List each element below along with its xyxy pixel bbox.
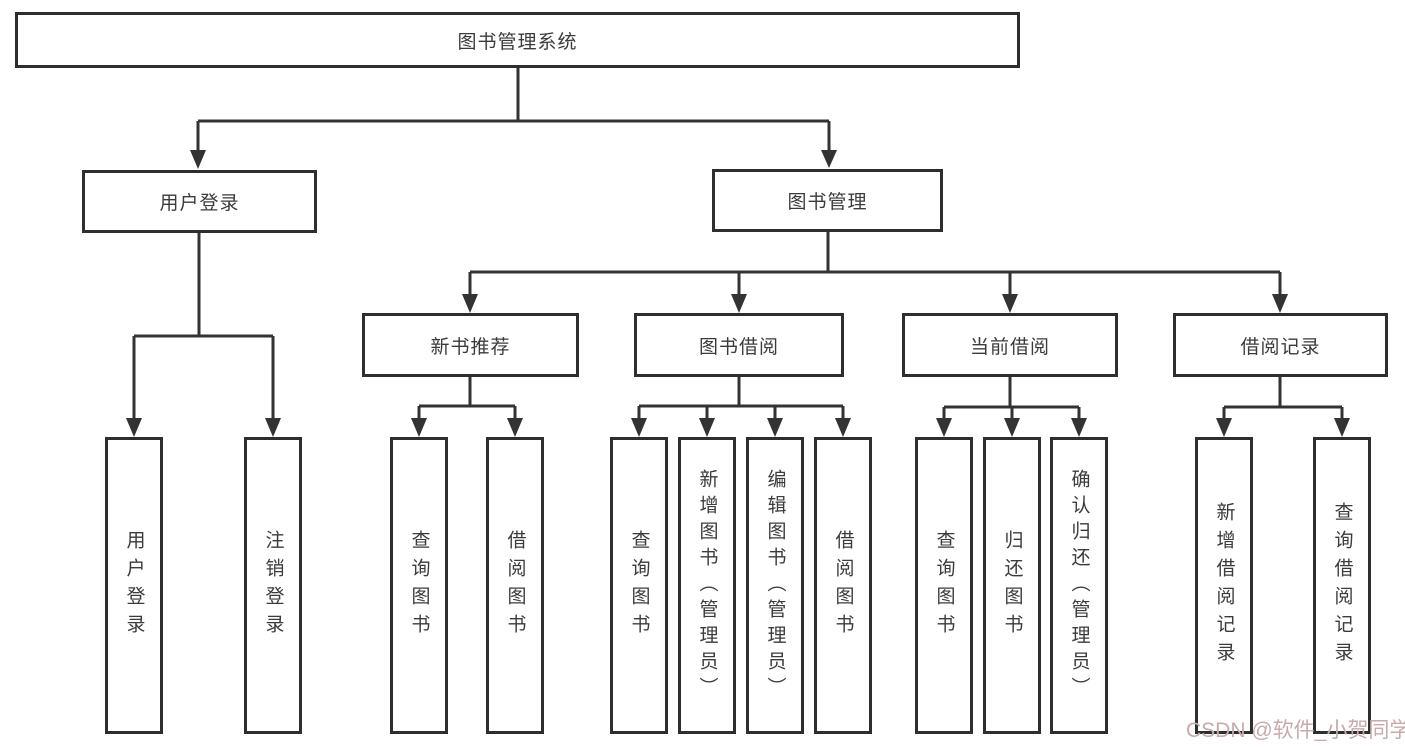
node-label: 查询图书 xyxy=(408,529,430,642)
node-label: 图书借阅 xyxy=(698,336,779,358)
node-label: 用户登录 xyxy=(159,193,240,214)
node-label: 用户登录 xyxy=(123,529,145,642)
node-label: 借阅记录 xyxy=(1240,336,1321,358)
arrowheads xyxy=(126,150,1350,437)
leaf-query-books-current: 查询图书 xyxy=(915,437,973,734)
node-label: 图书管理 xyxy=(787,192,868,213)
node-book-management: 图书管理 xyxy=(712,169,943,232)
node-label: 当前借阅 xyxy=(969,336,1050,358)
node-label: 图书管理系统 xyxy=(457,31,578,53)
leaf-return-books: 归还图书 xyxy=(983,437,1041,734)
node-label: 借阅图书 xyxy=(832,529,854,642)
leaf-borrow-books: 借阅图书 xyxy=(814,437,872,734)
node-label: 新增借阅记录 xyxy=(1213,501,1235,670)
node-root-library-system: 图书管理系统 xyxy=(15,12,1020,68)
leaf-query-borrow-record: 查询借阅记录 xyxy=(1313,437,1371,734)
leaf-add-books-admin: 新增图书（管理员） xyxy=(678,437,736,734)
node-new-book-recommendation: 新书推荐 xyxy=(362,313,579,377)
node-label: 借阅图书 xyxy=(504,529,526,642)
leaf-logout: 注销登录 xyxy=(244,437,302,734)
node-label: 注销登录 xyxy=(262,529,284,642)
node-label: 归还图书 xyxy=(1001,529,1023,642)
node-current-borrowing: 当前借阅 xyxy=(902,313,1118,377)
leaf-edit-books-admin: 编辑图书（管理员） xyxy=(746,437,804,734)
leaf-query-books-borrowing: 查询图书 xyxy=(610,437,668,734)
node-book-borrowing: 图书借阅 xyxy=(634,313,844,377)
leaf-user-login: 用户登录 xyxy=(105,437,163,734)
node-borrowing-records: 借阅记录 xyxy=(1173,313,1388,377)
csdn-watermark: CSDN @软件_小贺同学 xyxy=(1186,719,1405,742)
leaf-add-borrow-record: 新增借阅记录 xyxy=(1195,437,1253,734)
leaf-confirm-return-admin: 确认归还（管理员） xyxy=(1050,437,1108,734)
leaf-borrow-books-recommend: 借阅图书 xyxy=(486,437,544,734)
node-label: 确认归还（管理员） xyxy=(1068,468,1090,703)
node-label: 查询借阅记录 xyxy=(1331,501,1353,670)
node-label: 新书推荐 xyxy=(430,336,511,358)
leaf-query-books-recommend: 查询图书 xyxy=(390,437,448,734)
node-label: 查询图书 xyxy=(628,529,650,642)
node-user-login: 用户登录 xyxy=(82,170,317,233)
node-label: 新增图书（管理员） xyxy=(696,468,718,703)
node-label: 查询图书 xyxy=(933,529,955,642)
node-label: 编辑图书（管理员） xyxy=(764,468,786,703)
